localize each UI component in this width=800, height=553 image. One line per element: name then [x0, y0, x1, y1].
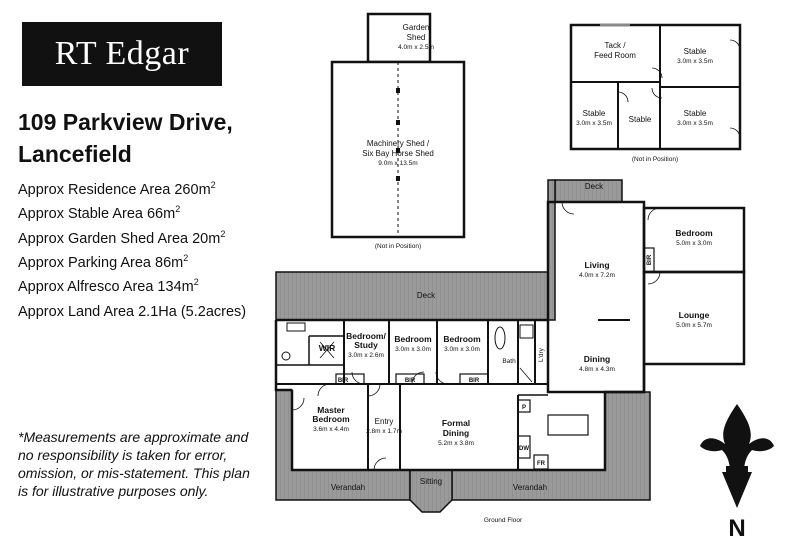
machinery-shed-dims: 9.0m x 13.5m — [378, 160, 417, 167]
bedroom-r-name: Bedroom — [675, 228, 713, 238]
bir-tag: BIR — [405, 378, 416, 384]
entry-name: Entry — [375, 417, 394, 426]
stable-tr-name: Stable — [684, 47, 707, 56]
area-item: Approx Parking Area 86m2 — [18, 252, 189, 271]
master-dims: 3.6m x 4.4m — [313, 426, 349, 433]
master-name-1: Master — [317, 405, 345, 415]
north-label: N — [728, 515, 745, 542]
bedroom-2-dims: 3.0m x 3.0m — [395, 346, 431, 353]
tack-room-name-1: Tack / — [605, 41, 627, 50]
bedroom-2-name: Bedroom — [394, 334, 432, 344]
brand-logo: RT Edgar — [22, 22, 222, 86]
north-arrow-icon — [700, 404, 774, 508]
dining-name: Dining — [584, 354, 610, 364]
stable-bl-name: Stable — [583, 109, 606, 118]
deck-top-label: Deck — [585, 182, 604, 191]
stables-building — [569, 23, 742, 151]
area-item: Approx Stable Area 66m2 — [18, 204, 181, 223]
study-dims: 3.0m x 2.6m — [348, 352, 384, 359]
stable-br-dims: 3.0m x 3.5m — [677, 120, 713, 127]
master-name-2: Bedroom — [312, 414, 350, 424]
laundry-label: L'dry — [538, 347, 545, 362]
stables-note: (Not in Position) — [632, 156, 678, 163]
verandah-left-label: Verandah — [331, 483, 365, 492]
living-dims: 4.0m x 7.2m — [579, 272, 615, 279]
area-item: Approx Land Area 2.1Ha (5.2acres) — [18, 303, 247, 320]
stable-bl-dims: 3.0m x 3.5m — [576, 120, 612, 127]
lounge-name: Lounge — [679, 310, 710, 320]
formal-name-2: Dining — [443, 428, 469, 438]
formal-dims: 5.2m x 3.8m — [438, 440, 474, 447]
study-name-1: Bedroom/ — [346, 331, 386, 341]
bedroom-3-dims: 3.0m x 3.0m — [444, 346, 480, 353]
living-name: Living — [584, 260, 609, 270]
disclaimer-text: *Measurements are approximate and no res… — [18, 429, 250, 499]
formal-name-1: Formal — [442, 418, 470, 428]
wir-label: WIR — [319, 343, 336, 353]
pantry-tag: P — [522, 405, 526, 411]
verandah-right-label: Verandah — [513, 483, 547, 492]
dining-dims: 4.8m x 4.3m — [579, 366, 615, 373]
dishwasher-tag: DW — [519, 446, 529, 452]
alfresco-areas — [275, 179, 651, 513]
tack-room-name-2: Feed Room — [594, 51, 636, 60]
area-item: Approx Garden Shed Area 20m2 — [18, 228, 226, 247]
garden-shed-dims: 4.0m x 2.5m — [398, 44, 434, 51]
bir-tag: BIR — [647, 254, 653, 265]
bir-tag: BIR — [338, 378, 349, 384]
stable-br-name: Stable — [684, 109, 707, 118]
stable-tr-dims: 3.0m x 3.5m — [677, 58, 713, 65]
area-item: Approx Residence Area 260m2 — [18, 180, 216, 198]
deck-main-label: Deck — [417, 291, 436, 300]
area-list: Approx Residence Area 260m2 Approx Stabl… — [18, 176, 246, 322]
house-walls — [274, 200, 746, 472]
shed-note: (Not in Position) — [375, 243, 421, 250]
fridge-tag: FR — [537, 461, 546, 467]
area-item: Approx Alfresco Area 134m2 — [18, 277, 199, 296]
machinery-shed-name-1: Machinery Shed / — [367, 139, 430, 148]
bir-tag: BIR — [469, 378, 480, 384]
address-line-2: Lancefield — [18, 141, 132, 167]
sitting-label: Sitting — [420, 477, 442, 486]
garden-shed-name-2: Shed — [407, 33, 426, 42]
property-address: 109 Parkview Drive, Lancefield — [18, 106, 233, 170]
machinery-shed-name-2: Six Bay Horse Shed — [362, 149, 434, 158]
garden-shed-name-1: Garden — [403, 23, 430, 32]
floor-label: Ground Floor — [484, 517, 523, 524]
stable-mid-name: Stable — [629, 115, 652, 124]
bedroom-3-name: Bedroom — [443, 334, 481, 344]
study-name-2: Study — [354, 340, 378, 350]
entry-dims: 2.8m x 1.7m — [366, 428, 402, 435]
lounge-dims: 5.0m x 5.7m — [676, 322, 712, 329]
bath-label: Bath — [502, 358, 516, 365]
bedroom-r-dims: 5.0m x 3.0m — [676, 240, 712, 247]
address-line-1: 109 Parkview Drive, — [18, 109, 233, 135]
machinery-shed — [330, 12, 466, 239]
